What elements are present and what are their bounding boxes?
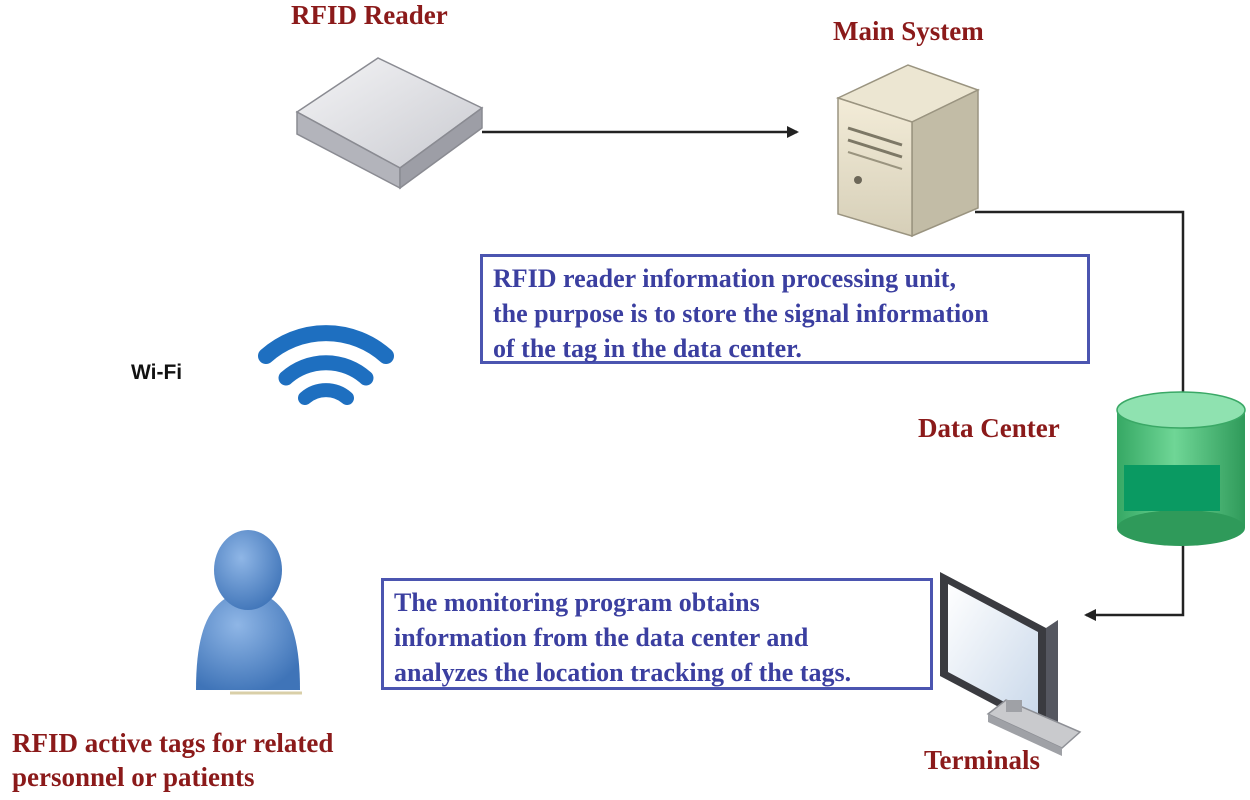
wifi-label: Wi-Fi: [131, 361, 183, 384]
tags-label-line: personnel or patients: [12, 762, 255, 792]
callout-line: information from the data center and: [394, 623, 809, 652]
callout-line: the purpose is to store the signal infor…: [493, 299, 989, 328]
callout-line: analyzes the location tracking of the ta…: [394, 658, 852, 687]
processing-unit-callout: RFID reader information processing unit,…: [480, 254, 1090, 364]
data-center-label: Data Center: [918, 413, 1060, 443]
callout-line: The monitoring program obtains: [394, 588, 760, 617]
main-system-label: Main System: [833, 16, 984, 46]
server-to-datacenter-arrow: [975, 210, 1189, 417]
rfid-reader-icon: [295, 57, 484, 190]
server-tower-icon: [835, 64, 980, 238]
callout-line: of the tag in the data center.: [493, 334, 802, 363]
callout-line: RFID reader information processing unit,: [493, 264, 956, 293]
rfid-reader-label: RFID Reader: [291, 0, 448, 30]
monitoring-program-callout: The monitoring program obtains informati…: [381, 578, 933, 690]
monitor-icon: [940, 572, 1082, 756]
wifi-icon: [258, 325, 394, 405]
datacenter-to-terminal-arrow: [1084, 540, 1185, 621]
terminals-label: Terminals: [924, 745, 1041, 775]
person-icon: [196, 530, 302, 695]
database-cylinder-icon: [1116, 391, 1246, 546]
tags-label-line: RFID active tags for related: [12, 728, 334, 758]
tags-label: RFID active tags for related personnel o…: [12, 726, 333, 794]
